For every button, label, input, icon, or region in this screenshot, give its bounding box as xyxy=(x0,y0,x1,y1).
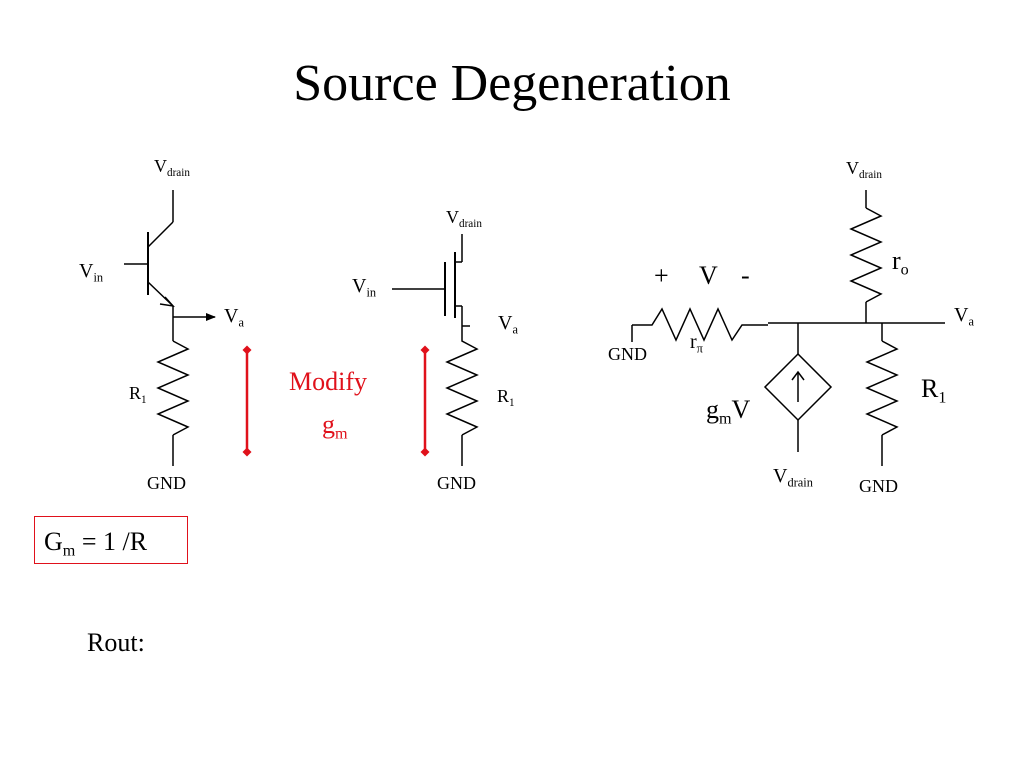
va-label-3: Va xyxy=(954,304,974,329)
gnd-label-1: GND xyxy=(147,473,186,493)
slide-title: Source Degeneration xyxy=(293,55,731,112)
r1-label-1: R1 xyxy=(129,383,147,406)
vin-label-1: Vin xyxy=(79,260,104,285)
rpi-resistor xyxy=(632,307,768,342)
plus-sign: + xyxy=(654,261,669,290)
rout-label: Rout: xyxy=(87,628,145,657)
gmv-label: gmV xyxy=(706,395,751,428)
ro-resistor xyxy=(849,207,883,303)
r1-resistor-ss xyxy=(865,340,899,436)
r1-resistor-mos xyxy=(445,326,479,436)
r1-label-3: R1 xyxy=(921,374,947,407)
vdrain-label-2: Vdrain xyxy=(446,207,482,230)
gnd-label-3b: GND xyxy=(859,476,898,496)
r1-resistor xyxy=(156,340,190,436)
vin-label-2: Vin xyxy=(352,275,377,300)
r1-label-2: R1 xyxy=(497,386,515,409)
va-label-1: Va xyxy=(224,305,244,330)
mosfet-circuit xyxy=(392,234,479,466)
rpi-label: rπ xyxy=(690,331,703,356)
vdrain-label-4: Vdrain xyxy=(773,465,813,490)
gnd-label-2: GND xyxy=(437,473,476,493)
vdrain-label-1: Vdrain xyxy=(154,156,190,179)
bjt-collector-lead xyxy=(147,221,174,248)
minus-sign: - xyxy=(741,261,750,290)
modify-gm-label: gm xyxy=(322,410,348,443)
ro-label: ro xyxy=(892,246,909,279)
modify-label: Modify xyxy=(289,367,367,396)
gnd-label-3a: GND xyxy=(608,344,647,364)
vdrain-label-3: Vdrain xyxy=(846,158,882,181)
bjt-circuit xyxy=(124,190,216,466)
v-control-label: V xyxy=(699,261,718,290)
dependent-source-arrowhead xyxy=(791,370,805,381)
gm-formula-box: Gm = 1 /R xyxy=(34,516,188,564)
va-label-2: Va xyxy=(498,312,518,337)
bjt-emitter-arrow xyxy=(159,296,175,308)
small-signal-model xyxy=(631,190,945,466)
